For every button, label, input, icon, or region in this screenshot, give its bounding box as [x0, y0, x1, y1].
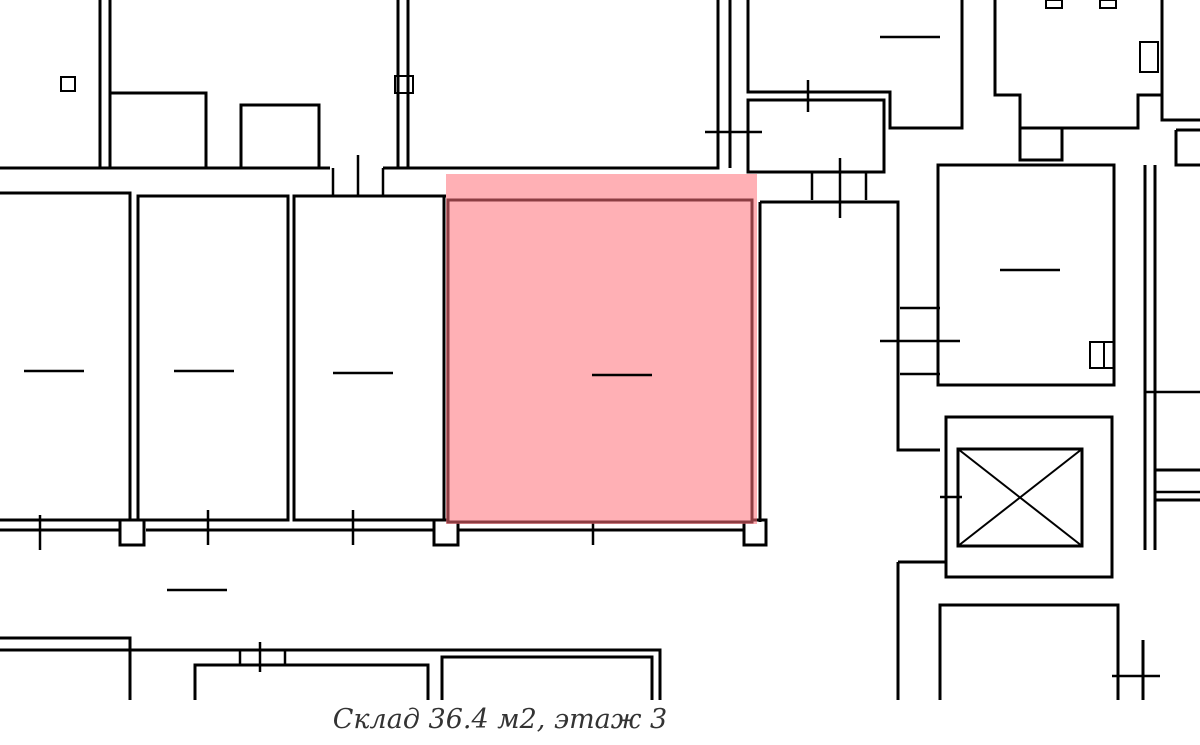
room-right-top-1	[746, 98, 886, 174]
warehouse-highlight[interactable]	[446, 174, 757, 524]
elevator-shaft	[944, 415, 1114, 579]
bottom-rooms	[0, 588, 662, 700]
storage-unit-2	[136, 194, 290, 522]
room-small-top-a	[108, 91, 208, 170]
window-square-icon	[1139, 41, 1159, 73]
elevator-shaft-cross-icon	[957, 448, 1083, 547]
column-1	[118, 518, 146, 547]
plan-caption: Склад 36.4 м2, этаж 3	[332, 704, 668, 735]
column-square-icon	[394, 75, 414, 94]
right-rooms	[705, 0, 1200, 700]
storage-unit-1	[0, 191, 132, 522]
window-square-icon	[60, 76, 76, 92]
floor-plan	[0, 0, 1200, 700]
room-right-mid	[936, 163, 1116, 387]
highlighted-warehouse[interactable]	[446, 174, 762, 524]
room-small-top-b	[239, 103, 321, 170]
storage-unit-3	[292, 194, 446, 522]
storage-units	[0, 191, 768, 550]
